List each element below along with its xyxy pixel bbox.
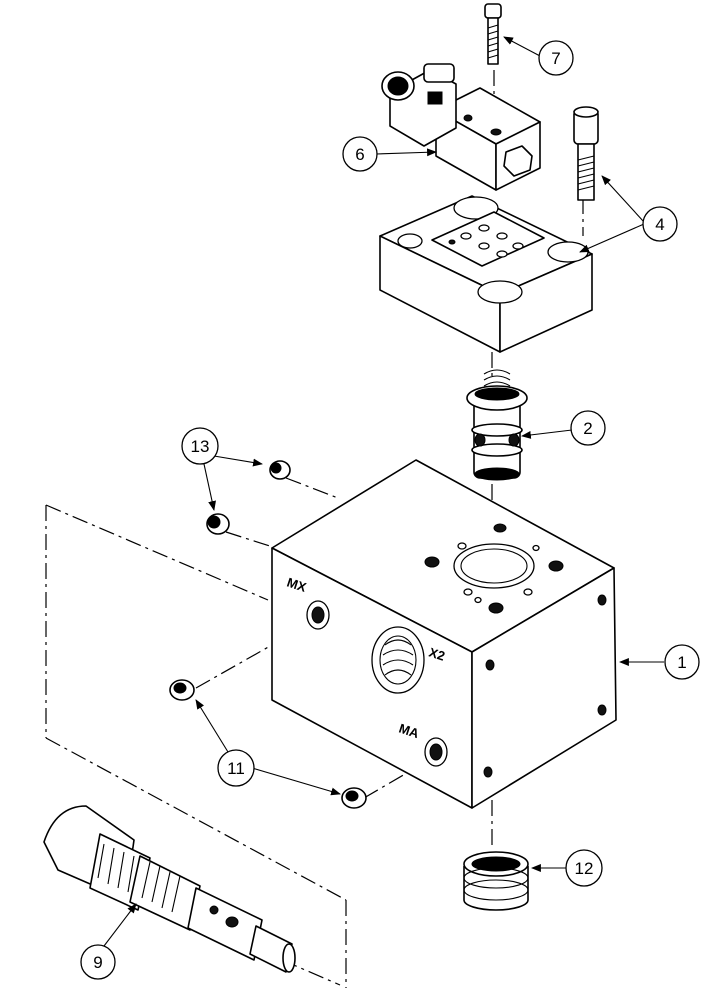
solenoid-valve bbox=[381, 63, 541, 191]
assembly-centerlines bbox=[45, 70, 584, 988]
port-label-x2: X2 bbox=[427, 645, 447, 664]
cartridge-valve bbox=[466, 369, 528, 481]
relief-cartridge bbox=[43, 805, 296, 973]
callout-4: 4 bbox=[642, 206, 678, 242]
callout-6: 6 bbox=[342, 136, 378, 172]
callout-7: 7 bbox=[538, 40, 574, 76]
adapter-plate bbox=[379, 195, 593, 353]
screw-7 bbox=[484, 3, 502, 65]
callout-6-label: 6 bbox=[355, 145, 364, 164]
callout-2: 2 bbox=[570, 410, 606, 446]
callout-9: 9 bbox=[80, 944, 116, 980]
callout-4-label: 4 bbox=[655, 215, 664, 234]
plug-12 bbox=[463, 851, 529, 911]
port-label-ma: MA bbox=[397, 721, 421, 742]
plug-13-upper bbox=[269, 460, 291, 480]
callout-2-label: 2 bbox=[583, 419, 592, 438]
cap-screw-4 bbox=[573, 106, 599, 201]
leader-lines bbox=[103, 36, 664, 947]
plug-11-lower bbox=[341, 787, 367, 809]
callout-13-label: 13 bbox=[191, 437, 210, 456]
callout-11: 11 bbox=[217, 749, 255, 787]
callout-11-label: 11 bbox=[227, 759, 245, 778]
callout-1-label: 1 bbox=[677, 653, 686, 672]
callout-7-label: 7 bbox=[551, 49, 560, 68]
manifold-block bbox=[271, 459, 617, 809]
callout-9-label: 9 bbox=[93, 953, 102, 972]
plug-11-upper bbox=[169, 679, 195, 701]
plug-13-lower bbox=[206, 513, 230, 535]
callout-1: 1 bbox=[664, 644, 700, 680]
port-label-mx: MX bbox=[285, 575, 308, 595]
callout-13: 13 bbox=[181, 427, 219, 465]
callout-12-label: 12 bbox=[575, 859, 594, 878]
callout-12: 12 bbox=[565, 849, 603, 887]
